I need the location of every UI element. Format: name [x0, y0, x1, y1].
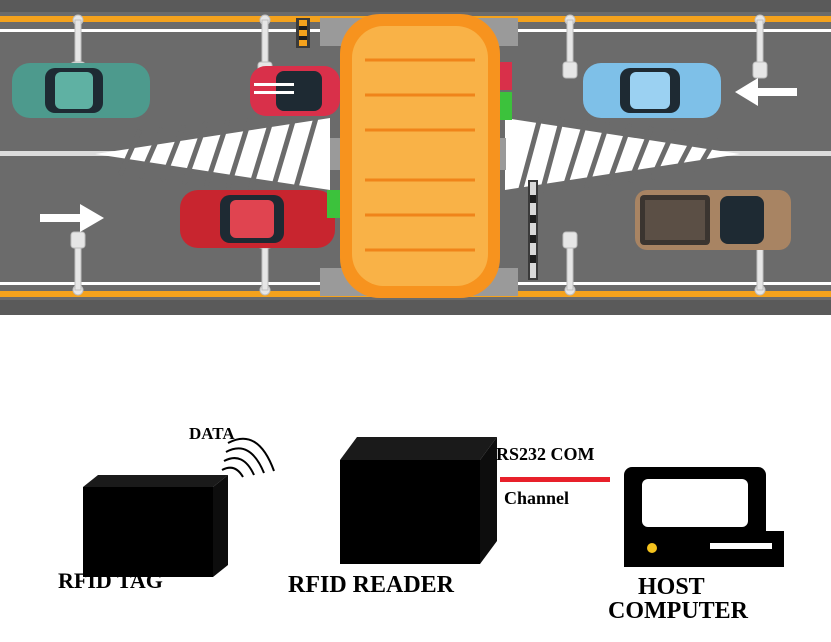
data-label: DATA — [189, 424, 235, 443]
rs232-channel-line — [500, 477, 610, 482]
shoulder-top — [0, 0, 831, 12]
toll-gantry-icon — [320, 14, 518, 298]
car-icon — [12, 63, 150, 118]
car-icon — [583, 63, 721, 118]
rfid-reader-box — [340, 437, 497, 564]
channel-label: Channel — [504, 488, 570, 508]
pickup-truck-icon — [635, 190, 791, 250]
car-icon — [180, 190, 335, 248]
signal-waves-icon — [221, 437, 275, 478]
lane-arrow-icon — [735, 78, 797, 106]
shoulder-bottom — [0, 300, 831, 315]
computer-icon — [624, 467, 784, 567]
rfid-diagram — [83, 437, 784, 577]
barrier-arm-bottom — [528, 180, 538, 280]
toll-road-scene — [0, 0, 831, 315]
rfid-tag-label: RFID TAG — [58, 568, 163, 593]
rfid-tag-box — [83, 475, 228, 577]
car-icon — [250, 66, 340, 116]
median-hatch-right — [505, 117, 740, 193]
rs232-label: RS232 COM — [496, 444, 595, 464]
rfid-reader-label: RFID READER — [288, 572, 455, 598]
barrier-arm-top — [296, 18, 310, 48]
computer-label: COMPUTER — [608, 598, 748, 624]
lane-arrow-icon — [40, 204, 104, 232]
host-label: HOST — [638, 574, 705, 600]
median-hatch-left — [95, 117, 330, 195]
